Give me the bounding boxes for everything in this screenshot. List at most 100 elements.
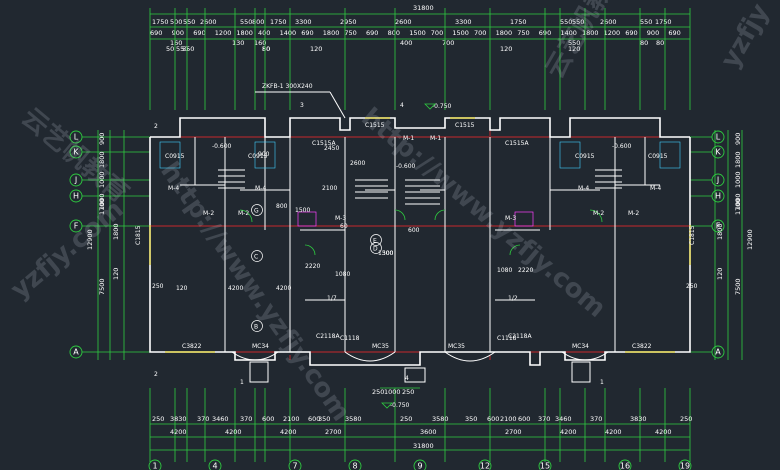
level-marks: -0.750 -0.750 xyxy=(381,103,452,409)
door-label: M-1 xyxy=(403,135,414,142)
door-label: M-4 xyxy=(650,185,661,192)
top-dim-label: 1200 xyxy=(215,29,232,37)
inner-dim-label: 500 xyxy=(382,250,394,257)
top-dim-label: 750 xyxy=(344,29,356,37)
bottom-dim-label: 2700 xyxy=(505,428,522,436)
axis-bubble-circle xyxy=(348,459,362,470)
room-mark-circle xyxy=(370,242,382,254)
axis-label-bottom: 8 xyxy=(352,462,357,470)
top-dim-label: 2600 xyxy=(600,18,617,26)
top-dim-small: 80 xyxy=(656,39,664,47)
section-mark: 1 xyxy=(240,379,244,386)
top-dim-label: 1200 xyxy=(604,29,621,37)
right-dim-label: 1800 xyxy=(734,151,742,168)
door-label: M-4 xyxy=(255,185,266,192)
inner-dim-label: 250 xyxy=(686,283,698,290)
top-dim-label: 2950 xyxy=(340,18,357,26)
window-label: C1515 xyxy=(365,122,385,129)
window-label: C3822 xyxy=(182,343,202,350)
top-dim-label: 3300 xyxy=(295,18,312,26)
inner-dim-label: 2220 xyxy=(518,267,533,274)
window-label: C1515 xyxy=(455,122,475,129)
level-mark-label: -0.600 xyxy=(612,143,632,150)
bottom-dim-label: 600 xyxy=(487,415,499,423)
bottom-dim-label: 4200 xyxy=(655,428,672,436)
axis-bubble-circle xyxy=(478,459,492,470)
top-dim-label: 550 xyxy=(640,18,652,26)
axis-label-left: H xyxy=(73,192,79,201)
top-dim-small: 400 xyxy=(400,39,412,47)
axis-bubble-circle xyxy=(413,459,427,470)
top-dim-label: 1500 xyxy=(409,29,426,37)
room-mark-circle xyxy=(251,204,263,216)
bottom-dim-label: 3580 xyxy=(432,415,449,423)
unit-label: 1/2 xyxy=(508,295,518,302)
inner-dim-label: 1080 xyxy=(497,267,512,274)
level-mark-label: -0.600 xyxy=(212,143,232,150)
top-dim-small: 550 xyxy=(568,39,580,47)
axis-label-left: L xyxy=(74,133,79,142)
top-dim-small: 120 xyxy=(500,45,512,53)
top-dim-label: 400 xyxy=(258,29,270,37)
top-dim-small: 550 xyxy=(176,45,188,53)
top-dim-label: 900 xyxy=(172,29,184,37)
top-dim-label: 690 xyxy=(193,29,205,37)
top-dim-small: 50 xyxy=(262,45,270,53)
top-dim-label: 690 xyxy=(150,29,162,37)
room-mark: D xyxy=(373,246,378,253)
bottom-dimension-lines: 31800 xyxy=(150,387,690,451)
top-dim-small: 700 xyxy=(442,39,454,47)
window-label: MC34 xyxy=(252,343,269,350)
inner-dim-label: 120 xyxy=(176,285,188,292)
inner-dim-label: 2220 xyxy=(305,263,320,270)
door-label: M-4 xyxy=(578,185,589,192)
left-dim-label: 1700 xyxy=(98,198,106,215)
top-dim-small: 160 xyxy=(254,39,266,47)
top-dim-label: 1800 xyxy=(582,29,599,37)
bottom-dim-label: 3830 xyxy=(630,415,647,423)
top-dim-label: 500 xyxy=(170,18,182,26)
axis-label-right: J xyxy=(716,176,719,185)
inner-dim-label: 1500 xyxy=(295,207,310,214)
inner-dim-label: 900 xyxy=(258,151,270,158)
inner-dim-label: 4200 xyxy=(228,285,243,292)
window-label: MC35 xyxy=(448,343,465,350)
axis-bubble-circle xyxy=(678,459,692,470)
axis-bubble-circle xyxy=(148,459,162,470)
top-dim-small: 120 xyxy=(568,45,580,53)
top-dim-label: 2600 xyxy=(200,18,217,26)
bottom-dim-label: 370 xyxy=(197,415,209,423)
bottom-mid-label: 250 xyxy=(402,388,414,396)
room-mark: E xyxy=(373,238,377,245)
axis-label-right: F xyxy=(716,222,721,231)
unit-label: 1/7 xyxy=(327,295,337,302)
room-mark-circle xyxy=(251,250,263,262)
top-dim-small: 50 xyxy=(166,45,174,53)
top-dim-small: 120 xyxy=(310,45,322,53)
top-dim-label: 700 xyxy=(474,29,486,37)
top-dim-label: 690 xyxy=(625,29,637,37)
bottom-dim-label: 3830 xyxy=(170,415,187,423)
door-label: M-2 xyxy=(593,210,604,217)
top-dim-label: 550 xyxy=(572,18,584,26)
left-dim-label: 900 xyxy=(98,133,106,145)
top-dim-label: 750 xyxy=(517,29,529,37)
top-dim-label: 1750 xyxy=(510,18,527,26)
window-label: C1515A xyxy=(505,140,529,147)
beam-callout: ZKFB-1 300X240 xyxy=(255,83,346,119)
axis-label-bottom: 16 xyxy=(620,462,630,470)
right-dim-label: 900 xyxy=(734,133,742,145)
top-dim-label: 1750 xyxy=(152,18,169,26)
left-dim-label: 1800 xyxy=(98,151,106,168)
left-dim-label: 12900 xyxy=(86,229,94,250)
top-dim-label: 1400 xyxy=(280,29,297,37)
right-dim-label: 1700 xyxy=(734,198,742,215)
bottom-dim-label: 370 xyxy=(590,415,602,423)
door-label: M-2 xyxy=(628,210,639,217)
top-dim-label: 550 xyxy=(560,18,572,26)
section-mark: 3 xyxy=(300,102,304,109)
left-dim-label: 1000 xyxy=(98,171,106,188)
axis-label-bottom: 12 xyxy=(480,462,490,470)
